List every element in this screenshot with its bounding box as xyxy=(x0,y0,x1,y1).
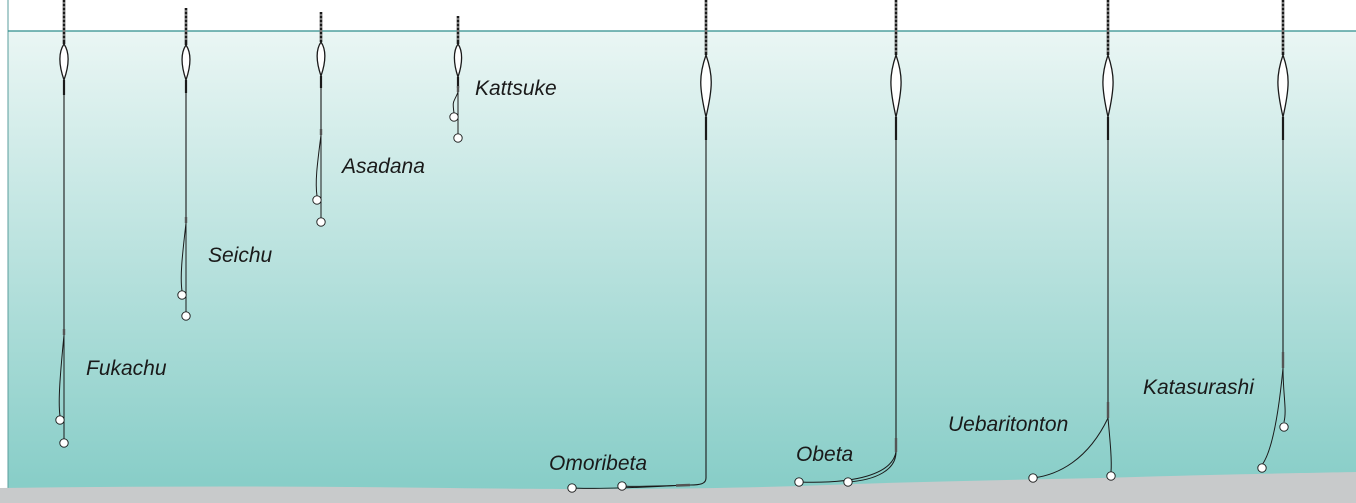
omoribeta-hook-near xyxy=(618,482,626,490)
label-katasurashi: Katasurashi xyxy=(1143,376,1255,399)
asadana-hook-lower xyxy=(317,218,325,226)
label-kattsuke: Kattsuke xyxy=(475,77,557,100)
asadana-hook-upper xyxy=(313,196,321,204)
kattsuke-hook-lower xyxy=(454,134,462,142)
obeta-hook-far xyxy=(795,478,803,486)
fukachu-hook-lower xyxy=(60,439,68,447)
label-seichu: Seichu xyxy=(208,244,273,267)
kattsuke-hook-upper xyxy=(450,113,458,121)
label-fukachu: Fukachu xyxy=(86,357,167,380)
water xyxy=(8,31,1356,503)
katasurashi-hook-short xyxy=(1280,423,1288,431)
label-omoribeta: Omoribeta xyxy=(549,452,647,475)
katasurashi-hook-long xyxy=(1258,464,1266,472)
omoribeta-swivel xyxy=(676,485,690,486)
label-obeta: Obeta xyxy=(796,443,853,466)
label-uebaritonton: Uebaritonton xyxy=(948,413,1068,436)
seichu-hook-lower xyxy=(182,312,190,320)
obeta-hook-near xyxy=(844,478,852,486)
omoribeta-hook-far xyxy=(568,484,576,492)
uebaritonton-hook-short xyxy=(1107,472,1115,480)
label-asadana: Asadana xyxy=(340,155,425,178)
uebaritonton-hook-long xyxy=(1029,474,1037,482)
seichu-hook-upper xyxy=(178,291,186,299)
fukachu-hook-upper xyxy=(56,416,64,424)
